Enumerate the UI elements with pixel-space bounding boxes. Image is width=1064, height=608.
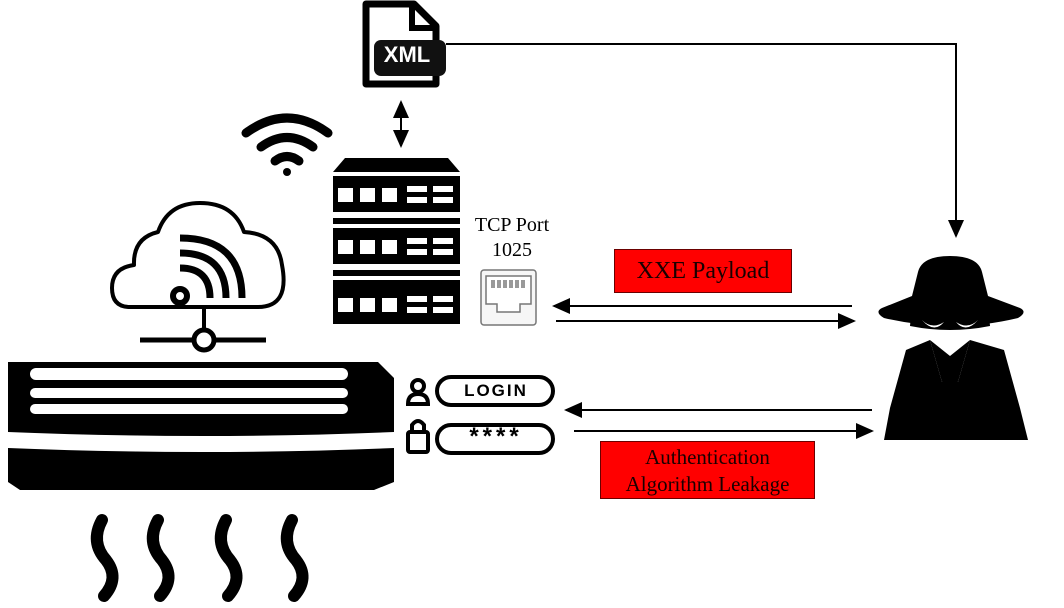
- login-field: [435, 375, 555, 407]
- xml-file-label: XML: [383, 42, 431, 67]
- xxe-arrows: [552, 298, 856, 329]
- tcp-port-label: TCP Port 1025: [466, 213, 558, 263]
- user-icon: [405, 378, 431, 406]
- lock-icon: [406, 419, 430, 454]
- login-field-text: LOGIN: [464, 381, 528, 400]
- auth-leakage-line2: Algorithm Leakage: [625, 472, 790, 496]
- password-field: [435, 423, 555, 455]
- login-field-group: [405, 375, 555, 407]
- ethernet-port-icon: [480, 269, 537, 326]
- server-rack-icon: [333, 158, 460, 324]
- password-field-group: [406, 419, 555, 455]
- auth-leakage-line1: Authentication: [645, 445, 770, 469]
- tcp-port-line2: 1025: [492, 239, 532, 261]
- xxe-payload-label: XXE Payload: [614, 249, 792, 293]
- xml-file-icon: [362, 0, 446, 88]
- wifi-icon: [241, 113, 333, 176]
- tcp-port-line1: TCP Port: [474, 214, 550, 236]
- xml-to-attacker-arrow: [446, 43, 964, 238]
- cloud-iot-icon: [110, 201, 286, 353]
- auth-arrows: [564, 402, 874, 439]
- hacker-icon: [878, 256, 1028, 440]
- password-field-text: ****: [469, 423, 523, 450]
- auth-leakage-label: Authentication Algorithm Leakage: [600, 441, 815, 499]
- air-conditioner-icon: [8, 362, 394, 602]
